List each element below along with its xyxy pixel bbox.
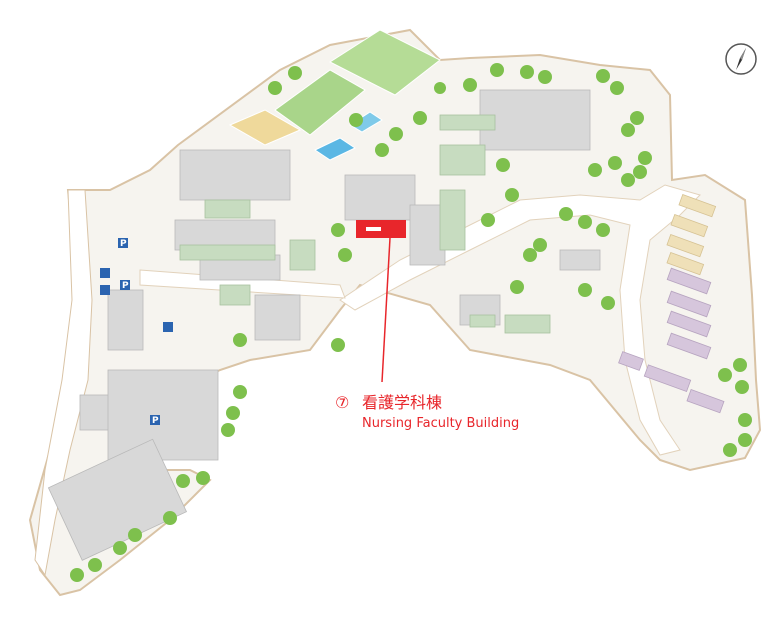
building-cluster-green [179,114,551,334]
building-name-jp: 看護学科棟 [362,393,442,412]
parking-signs: P P P [100,238,173,426]
leader-line [381,237,391,383]
building-name-en: Nursing Faculty Building [362,416,519,431]
compass-icon [725,43,757,75]
dormitory-rows [618,267,725,414]
baseball-field [328,29,441,96]
parking-label: P [122,281,129,291]
road-west [34,189,93,577]
staff-housing [666,193,717,276]
building-number: ⑦ [335,393,349,412]
pool-2 [349,111,383,133]
parking-label: P [120,239,127,249]
parking-label: P [152,416,159,426]
pool [313,137,357,161]
trees [70,63,752,582]
tennis-courts [228,109,302,146]
highlighted-building-inner [366,227,381,231]
soccer-field [274,69,366,136]
